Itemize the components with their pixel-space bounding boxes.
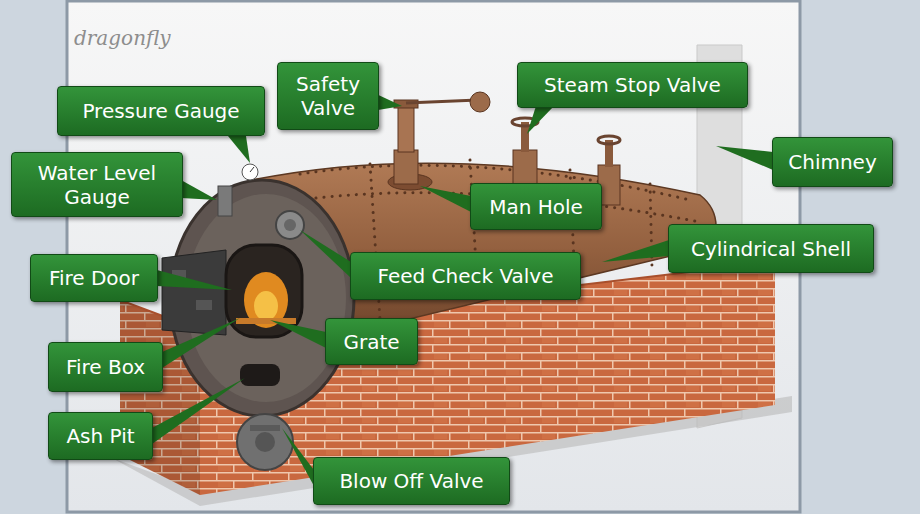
callout-box: Blow Off Valve — [313, 457, 510, 505]
callout-box: Water Level Gauge — [11, 152, 183, 217]
callout-text: Man Hole — [489, 195, 583, 219]
callout-text: Safety Valve — [286, 72, 370, 120]
callout-box: Safety Valve — [277, 62, 379, 130]
callout-box: Feed Check Valve — [350, 252, 581, 300]
watermark: dragonfly — [74, 26, 171, 50]
callout-text: Ash Pit — [66, 424, 134, 448]
callout-box: Man Hole — [470, 183, 602, 230]
callout-text: Fire Box — [66, 355, 145, 379]
callout-text: Cylindrical Shell — [691, 237, 851, 261]
callout-box: Ash Pit — [48, 412, 153, 460]
callout-text: Chimney — [788, 150, 877, 174]
callout-box: Cylindrical Shell — [668, 224, 874, 273]
callout-box: Grate — [325, 318, 418, 365]
callout-box: Fire Door — [30, 254, 158, 302]
callout-text: Feed Check Valve — [377, 264, 553, 288]
callout-box: Pressure Gauge — [57, 86, 265, 136]
callout-box: Steam Stop Valve — [517, 62, 748, 108]
callout-box: Chimney — [772, 137, 893, 187]
callout-text: Water Level Gauge — [20, 161, 174, 209]
callout-text: Blow Off Valve — [339, 469, 483, 493]
callout-text: Pressure Gauge — [82, 99, 239, 123]
callout-box: Fire Box — [48, 342, 163, 392]
callout-text: Steam Stop Valve — [544, 73, 721, 97]
callout-text: Fire Door — [49, 266, 139, 290]
callout-text: Grate — [343, 330, 399, 354]
